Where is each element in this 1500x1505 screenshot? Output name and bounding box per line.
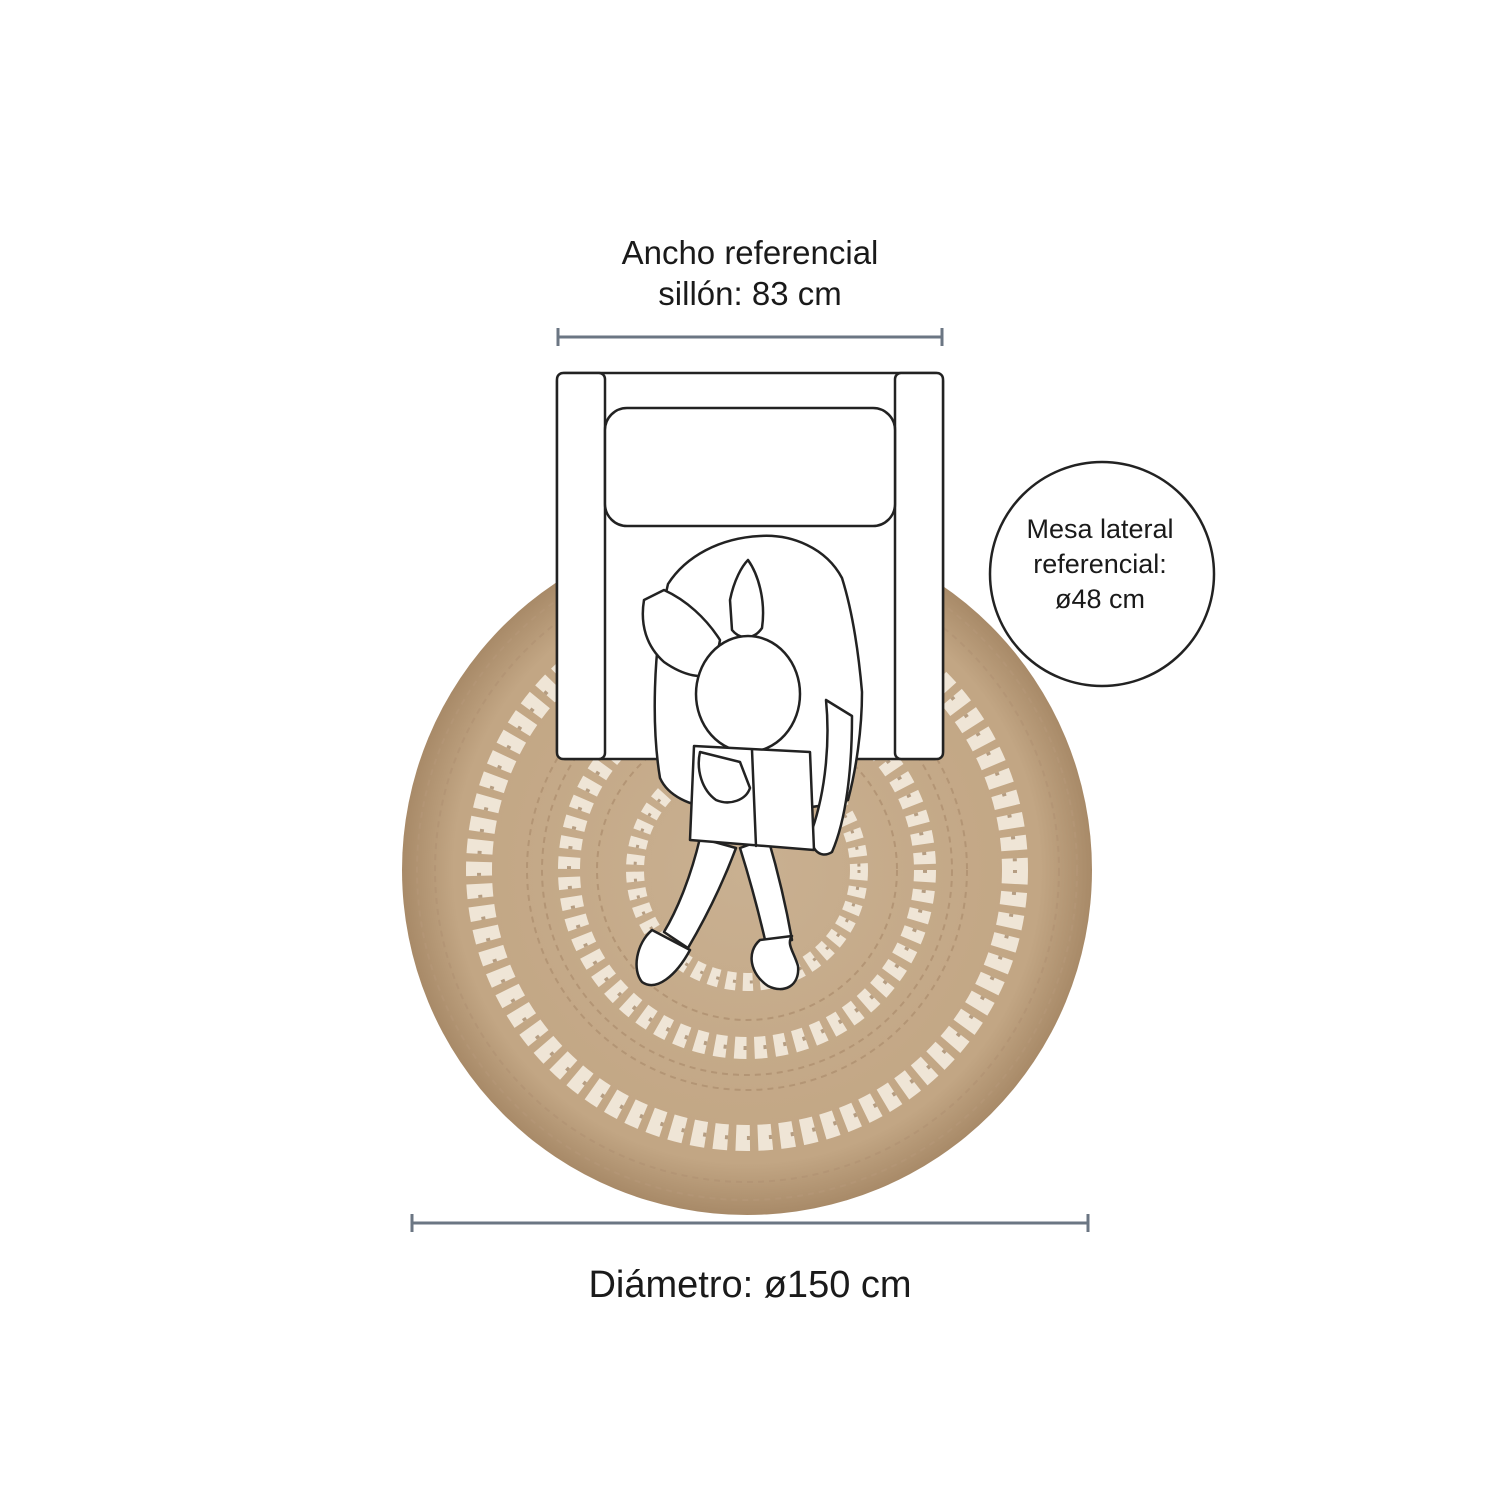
rug-diameter-dimension-line: [410, 1214, 1090, 1232]
person-right-foot: [750, 934, 800, 991]
armchair-back-cushion: [603, 406, 897, 528]
rug-openwork-ring-outer-shadow: [477, 600, 1017, 1140]
person-head: [694, 634, 802, 754]
armchair-right-arm: [893, 371, 945, 761]
rug-braid-ring: [434, 557, 1060, 1183]
person-left-foot: [635, 928, 692, 987]
armchair-width-label: Ancho referencial sillón: 83 cm: [520, 232, 980, 315]
rug-diameter-label: Diámetro: ø150 cm: [588, 1264, 912, 1306]
side-table-label: Mesa lateral referencial: ø48 cm: [1000, 512, 1200, 617]
side-table-circle: [988, 460, 1216, 688]
side-table-label-line-1: Mesa lateral: [1026, 514, 1174, 544]
rug-openwork-ring-middle-shadow: [567, 690, 927, 1050]
side-table-label-line-2: referencial:: [1033, 549, 1167, 580]
armchair-label-line-2: sillón: 83 cm: [658, 275, 842, 313]
person-left-hand: [697, 750, 752, 804]
person-right-arm: [809, 698, 854, 856]
side-table-label-line-3: ø48 cm: [1054, 584, 1146, 615]
person-right-leg: [738, 836, 794, 946]
armchair-left-arm: [555, 371, 607, 761]
seated-person-illustration: [635, 534, 864, 991]
person-book-spine: [750, 748, 758, 848]
armchair-label-line-1: Ancho referencial: [621, 234, 879, 271]
armchair-width-dimension-line: [556, 328, 944, 346]
rug-braid-ring: [541, 664, 953, 1076]
